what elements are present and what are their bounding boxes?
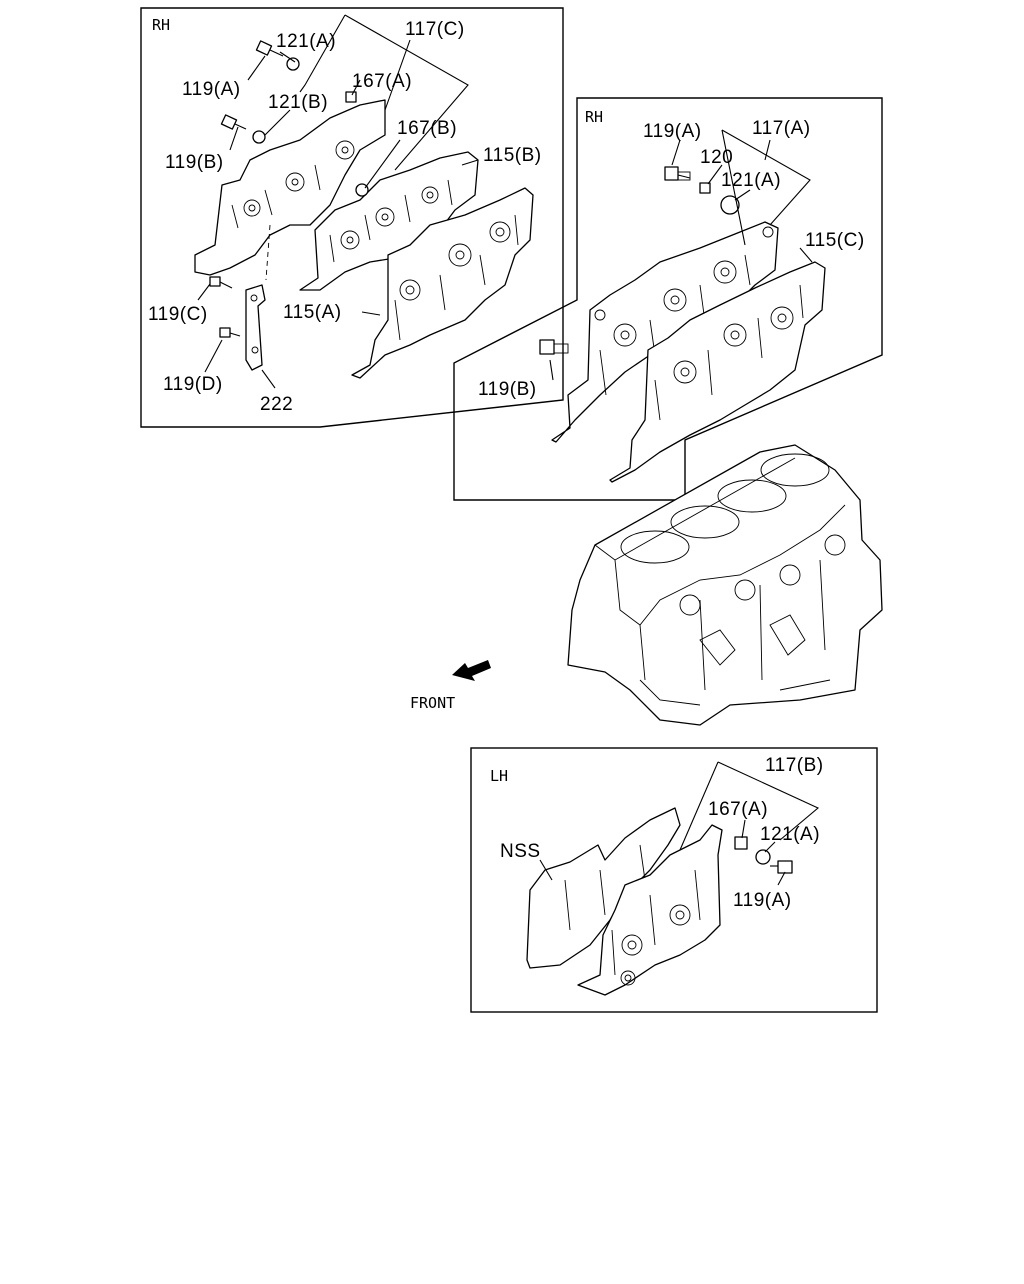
clip-120-icon	[699, 182, 711, 194]
heat-shield-117c	[194, 99, 386, 276]
bolt-119a-icon	[664, 166, 691, 181]
label-nss: NSS	[500, 841, 541, 862]
label-119b: 119(B)	[478, 379, 537, 400]
label-121b: 121(B)	[268, 92, 328, 113]
bolt-119b-icon	[220, 114, 247, 130]
label-121a: 121(A)	[760, 824, 820, 845]
heat-shield-117a	[551, 221, 779, 443]
panel-tag-rh-upper: RH	[152, 16, 170, 34]
engine-block	[567, 444, 883, 726]
bolt-119a-icon	[770, 860, 793, 874]
label-117c: 117(C)	[405, 19, 465, 40]
label-117b: 117(B)	[765, 755, 824, 776]
heat-shield-nss	[526, 807, 681, 969]
label-115a: 115(A)	[283, 302, 342, 323]
bolt-119c-icon	[209, 276, 233, 289]
label-115c: 115(C)	[805, 230, 865, 251]
rh-upper-panel: RH	[140, 7, 564, 428]
label-120: 120	[700, 147, 733, 168]
label-167b: 167(B)	[397, 118, 457, 139]
nut-167b-icon	[355, 183, 369, 197]
label-167a: 167(A)	[352, 71, 412, 92]
rh-lower-labels: 119(A) 117(A) 120 121(A) 115(C) 119(B)	[478, 118, 865, 400]
label-119a: 119(A)	[733, 890, 792, 911]
front-label: FRONT	[410, 694, 455, 712]
label-117a: 117(A)	[752, 118, 811, 139]
heat-shield-115a	[351, 187, 534, 379]
lh-panel: LH 117(B) 167(A) 121(A) NSS 119(A)	[470, 747, 878, 1013]
panel-tag-rh-lower: RH	[585, 108, 603, 126]
label-121a: 121(A)	[276, 31, 336, 52]
nut-167a-icon	[734, 836, 748, 850]
label-119a: 119(A)	[182, 79, 241, 100]
panel-tag-lh: LH	[490, 767, 508, 785]
label-119d: 119(D)	[163, 374, 223, 395]
bolt-119a-icon	[255, 40, 284, 57]
label-115b: 115(B)	[483, 145, 542, 166]
label-119b: 119(B)	[165, 152, 224, 173]
label-167a: 167(A)	[708, 799, 768, 820]
label-121a: 121(A)	[721, 170, 781, 191]
bolt-119b-icon	[539, 339, 569, 355]
front-arrow-icon	[452, 660, 491, 681]
label-119c: 119(C)	[148, 304, 208, 325]
rh-upper-labels: 121(A) 117(C) 119(A) 167(A) 121(B) 167(B…	[148, 19, 542, 415]
label-119a: 119(A)	[643, 121, 702, 142]
label-222: 222	[260, 394, 293, 415]
nut-167a-icon	[345, 91, 357, 103]
lh-labels: 117(B) 167(A) 121(A) NSS 119(A)	[500, 755, 824, 911]
washer-121a-icon	[720, 195, 740, 215]
washer-121a-icon	[755, 849, 771, 865]
bracket-222	[245, 284, 266, 371]
heat-shield-117b	[577, 824, 723, 996]
washer-121a-icon	[286, 57, 300, 71]
washer-121b-icon	[252, 130, 266, 144]
bolt-119d-icon	[219, 327, 241, 338]
